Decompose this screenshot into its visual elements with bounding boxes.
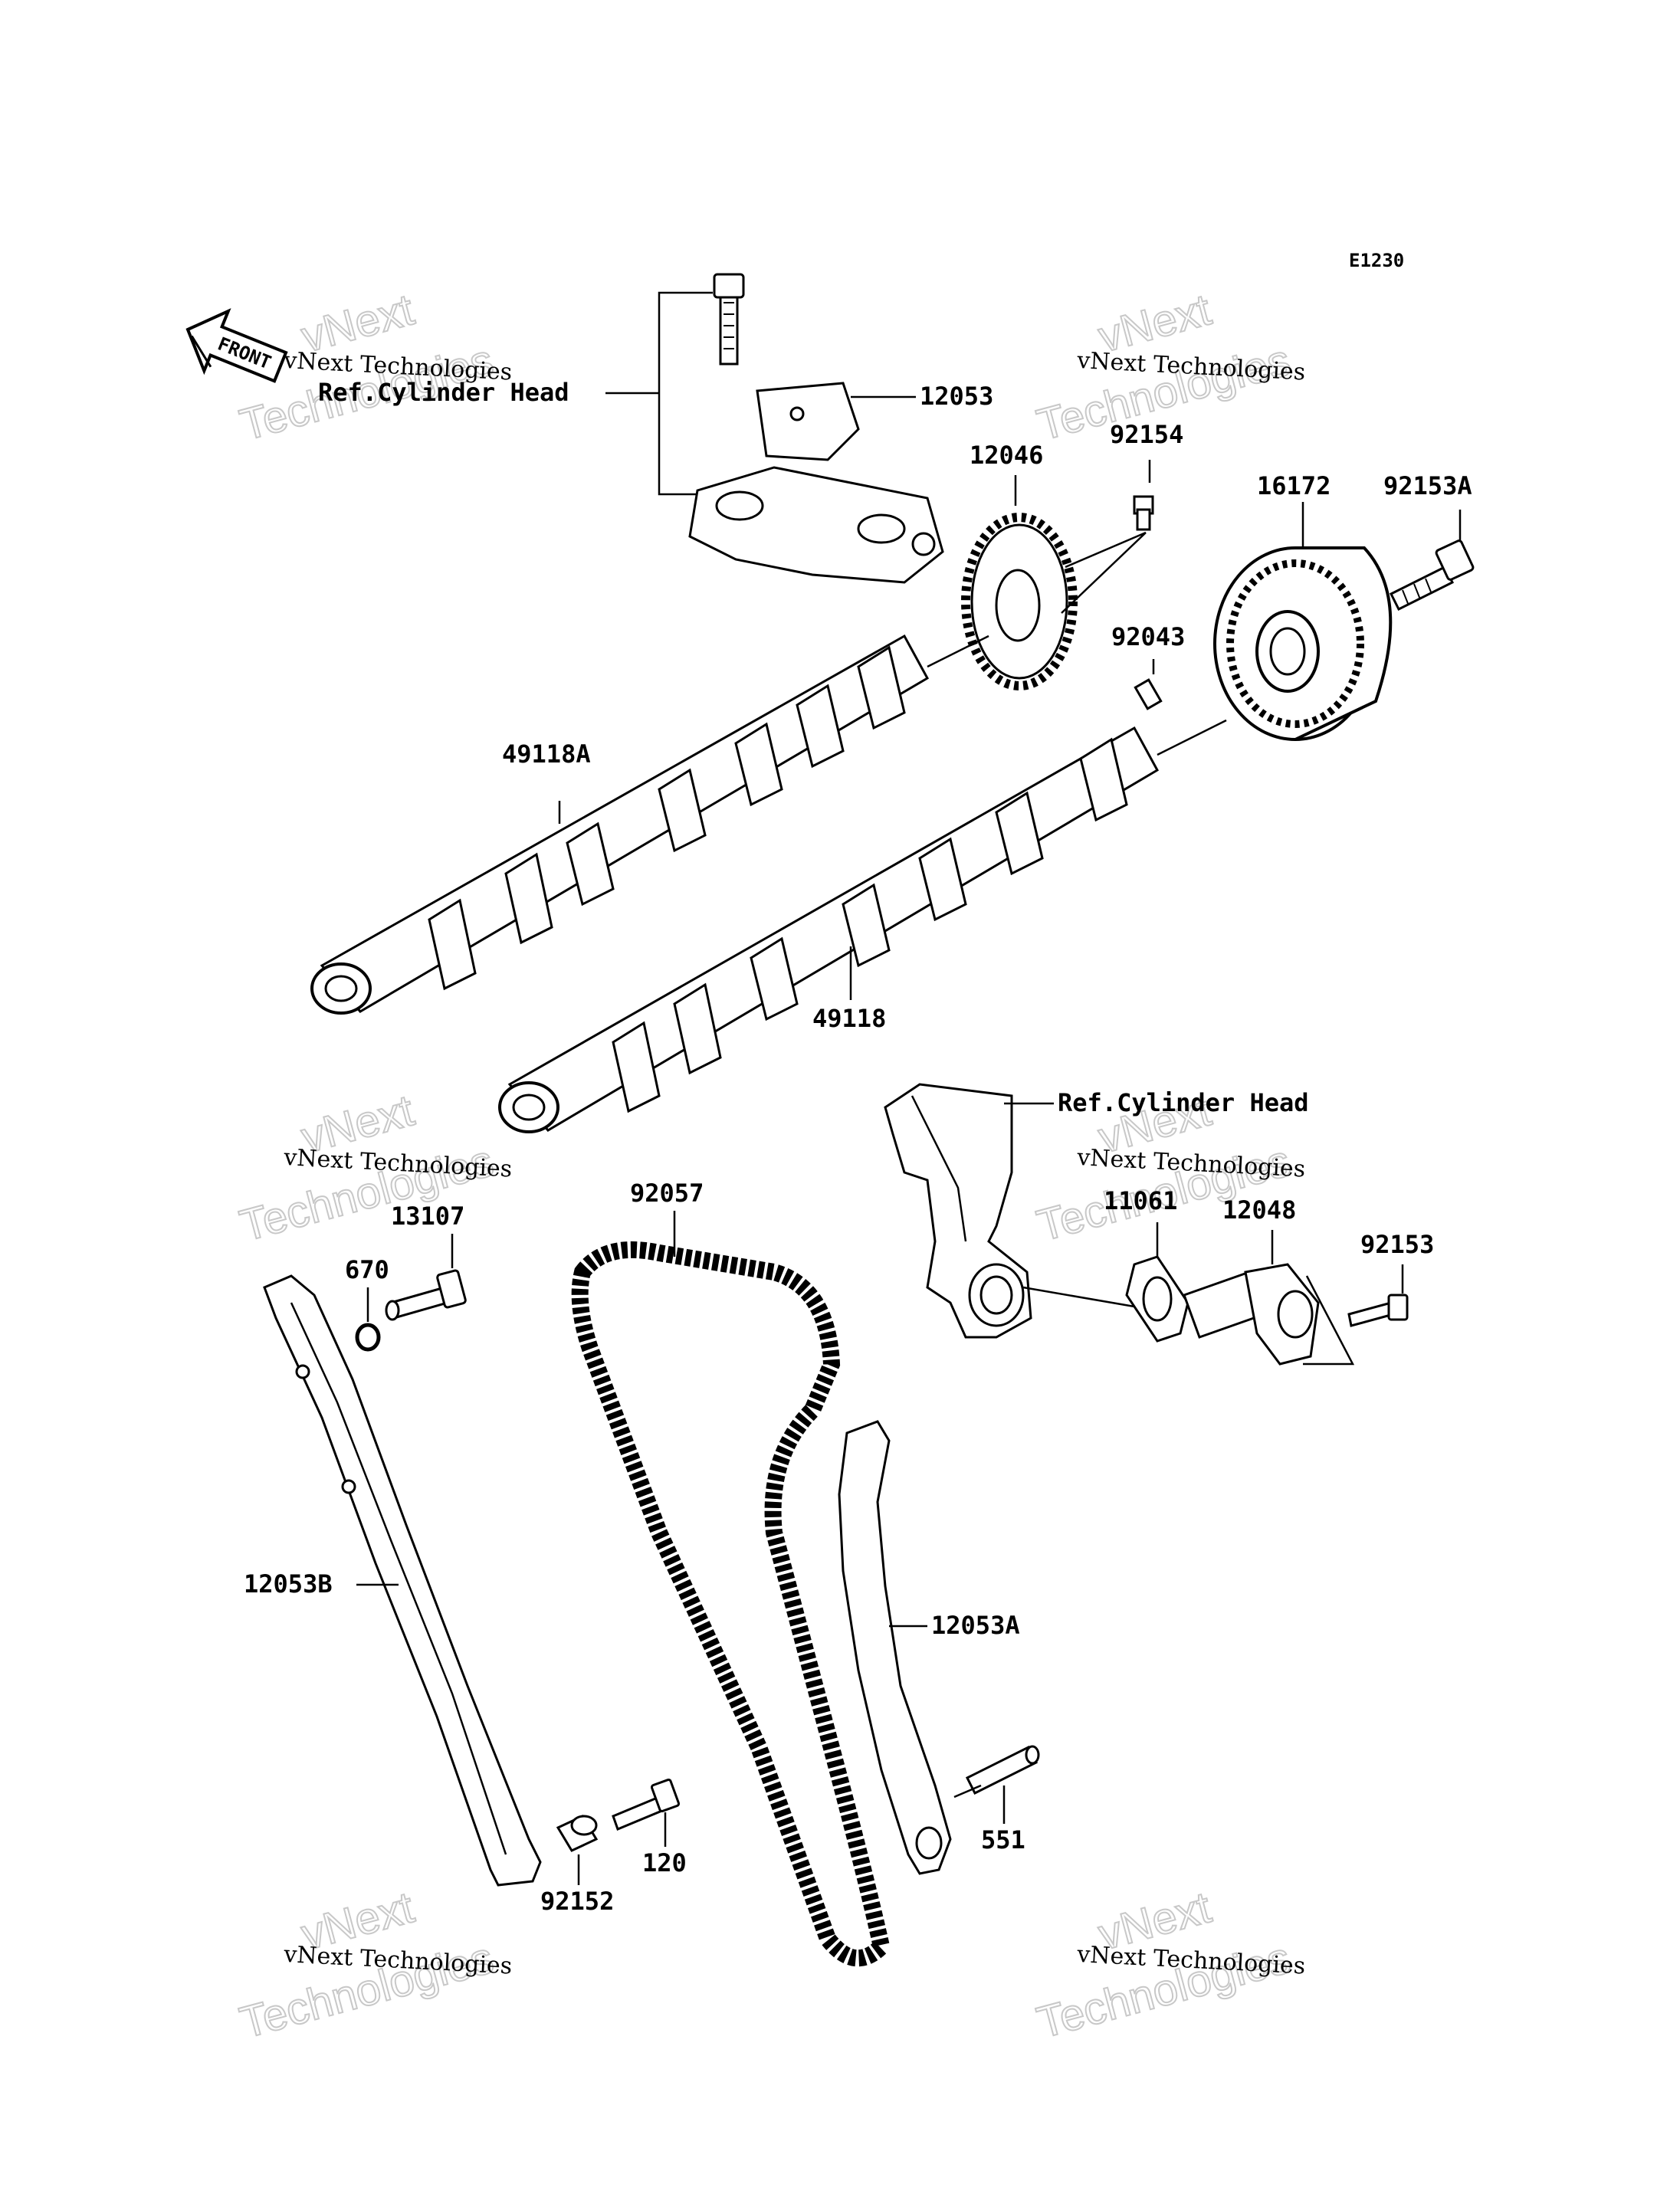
label-ref-cylinder-head-mid: Ref.Cylinder Head (1058, 1088, 1309, 1117)
leader-11061 (1022, 1222, 1159, 1308)
label-11061: 11061 (1104, 1186, 1177, 1215)
diagram-code: E1230 (1349, 250, 1404, 271)
bracket-12053 (756, 382, 860, 461)
o-ring-670 (355, 1323, 381, 1352)
label-92153: 92153 (1360, 1230, 1434, 1259)
bolt-92154 (1133, 495, 1154, 531)
front-arrow-icon: FRONT (185, 308, 288, 383)
label-92057: 92057 (630, 1179, 704, 1208)
label-12048: 12048 (1222, 1195, 1296, 1225)
label-120: 120 (642, 1848, 687, 1877)
camshaft-49118 (498, 726, 1160, 1133)
label-670: 670 (345, 1255, 389, 1284)
bolt-120 (612, 1778, 681, 1831)
leader-92154 (1061, 460, 1151, 614)
label-49118: 49118 (812, 1004, 886, 1033)
cam-chain-92057 (571, 1241, 891, 1967)
collar-92152 (556, 1815, 599, 1852)
label-12053B: 12053B (244, 1569, 333, 1599)
tensioner-12048 (1183, 1263, 1320, 1366)
leader-12048 (1271, 1230, 1355, 1366)
label-12053: 12053 (920, 382, 993, 411)
label-92152: 92152 (540, 1887, 614, 1916)
label-92154: 92154 (1110, 420, 1183, 449)
camshaft-cap (688, 466, 944, 584)
cam-sprocket-12046 (961, 513, 1078, 690)
chain-guide-12053A (838, 1420, 952, 1875)
gasket-11061 (1125, 1255, 1189, 1343)
cylinder-head-section (884, 1083, 1032, 1339)
chain-guide-12053B (263, 1274, 542, 1887)
dowel-pin-92043 (1134, 678, 1163, 710)
label-92043: 92043 (1111, 622, 1185, 651)
watermark-bottom-left: vNext Technologies vNext Technologies (235, 1881, 513, 2048)
cap-bolt (713, 273, 745, 366)
label-12046: 12046 (970, 441, 1043, 470)
label-16172: 16172 (1257, 471, 1331, 500)
watermark-mid-left: vNext Technologies vNext Technologies (235, 1084, 513, 1251)
label-551: 551 (981, 1825, 1025, 1854)
pin-551 (965, 1745, 1040, 1795)
camshaft-49118A (310, 634, 930, 1015)
bolt-92153 (1347, 1294, 1409, 1327)
leader-551 (953, 1784, 1006, 1824)
vvt-sprocket-16172 (1213, 546, 1393, 741)
label-13107: 13107 (391, 1202, 464, 1231)
axis-line-2 (1157, 719, 1227, 756)
ref-bracket-top (605, 291, 713, 496)
bolt-92153A (1389, 539, 1475, 612)
watermark-bottom-right: vNext Technologies vNext Technologies (1032, 1881, 1306, 2048)
label-49118A: 49118A (502, 739, 591, 769)
label-ref-cylinder-head-top: Ref.Cylinder Head (318, 378, 569, 407)
axis-line-1 (927, 635, 989, 668)
label-92153A: 92153A (1383, 471, 1472, 500)
label-12053A: 12053A (931, 1611, 1020, 1640)
bolt-13107 (385, 1269, 467, 1321)
